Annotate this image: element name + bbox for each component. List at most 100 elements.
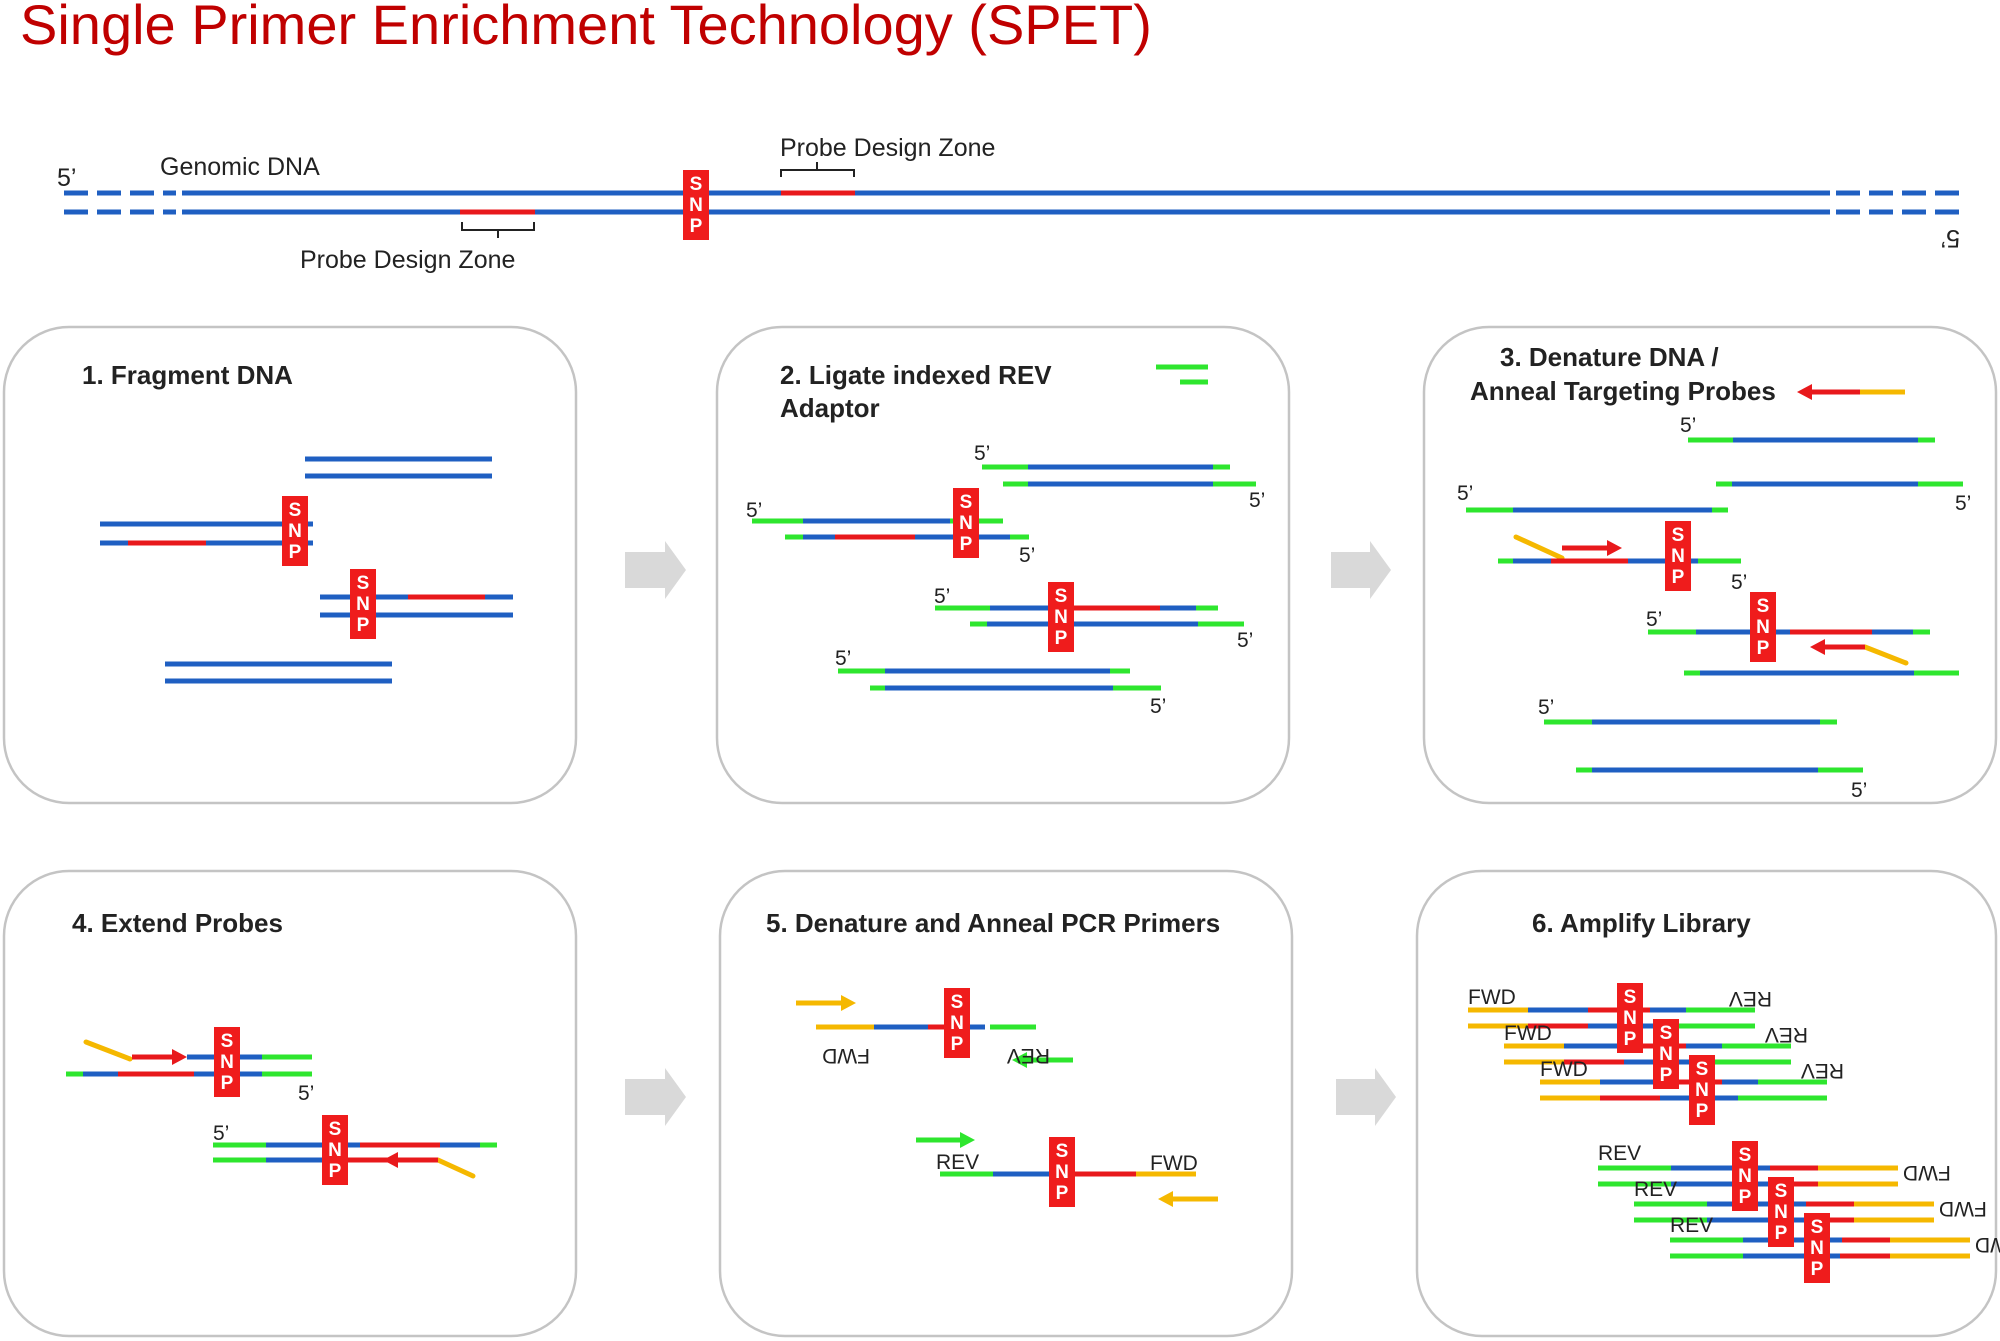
snp-letter: S	[1055, 586, 1068, 607]
arrow-head-icon	[1607, 540, 1622, 556]
snp-marker: SNP	[1732, 1141, 1758, 1211]
strand-end-label: 5’	[1457, 482, 1473, 505]
strand-end-label: 5’	[746, 499, 762, 522]
snp-letter: N	[1756, 617, 1770, 638]
strand-end-label: 5’	[1237, 629, 1253, 652]
snp-box	[1804, 1213, 1830, 1283]
strand-end-label: REV	[1634, 1178, 1677, 1201]
snp-letter: S	[1739, 1145, 1752, 1166]
snp-box	[953, 488, 979, 558]
primer-arrows	[132, 384, 1905, 1207]
snp-box	[1750, 592, 1776, 662]
strand-end-label: REV	[1670, 1214, 1713, 1237]
snp-letter: P	[960, 534, 973, 555]
five-prime-label: 5’	[57, 164, 76, 192]
snp-letter: P	[1624, 1029, 1637, 1050]
snp-letter: P	[1811, 1259, 1824, 1280]
snp-letter: P	[1775, 1223, 1788, 1244]
strand-end-label: 5’	[835, 647, 851, 670]
right-arrow-icon	[625, 1068, 686, 1126]
snp-letter: N	[1055, 1162, 1069, 1183]
page-title: Single Primer Enrichment Technology (SPE…	[20, 0, 1152, 56]
snp-letter: P	[1696, 1101, 1709, 1122]
right-arrow-icon	[1336, 1068, 1396, 1126]
genomic-dna-label: Genomic DNA	[160, 153, 320, 181]
snp-marker: SNP	[953, 488, 979, 558]
right-arrow-icon	[625, 541, 686, 599]
snp-marker: SNP	[1048, 582, 1074, 652]
arrow-head-icon	[383, 1152, 398, 1168]
snp-box	[1617, 983, 1643, 1053]
snp-letter: N	[1738, 1166, 1752, 1187]
strand-end-label: FWD	[1150, 1152, 1198, 1175]
step-title: 2. Ligate indexed REV	[780, 360, 1052, 390]
snp-letter: S	[1660, 1023, 1673, 1044]
snp-box	[1665, 521, 1691, 591]
strand-end-label: 5’	[1249, 489, 1265, 512]
snp-letter: P	[329, 1161, 342, 1182]
step-box-4	[2, 869, 578, 1338]
snp-box	[944, 988, 970, 1058]
strand-end-label: 5’	[1538, 696, 1554, 719]
snp-letter: S	[1056, 1141, 1069, 1162]
snp-marker: SNP	[1665, 521, 1691, 591]
snp-letter: S	[1624, 987, 1637, 1008]
strand-end-label: 5’	[1851, 779, 1867, 802]
step-box-5	[718, 869, 1294, 1338]
snp-letter: S	[329, 1119, 342, 1140]
snp-marker: SNP	[1804, 1213, 1830, 1283]
strand-end-label: FWD	[1468, 986, 1516, 1009]
primer-segment	[1862, 644, 1909, 666]
snp-letter: N	[220, 1052, 234, 1073]
snp-letter: P	[221, 1073, 234, 1094]
strand-end-label: 5’	[298, 1082, 314, 1105]
strand-end-label: FWD	[1903, 1161, 1951, 1184]
arrow-head-icon	[1797, 384, 1812, 400]
snp-letter: P	[1757, 638, 1770, 659]
snp-letter: P	[690, 216, 703, 237]
snp-letter: N	[1774, 1202, 1788, 1223]
snp-letter: N	[1623, 1008, 1637, 1029]
step-title: 4. Extend Probes	[72, 908, 283, 938]
snp-marker: SNP	[1768, 1177, 1794, 1247]
genomic-dna: 5’ Genomic DNA Probe Design Zone Probe D…	[57, 134, 1962, 274]
probe-design-zone-label: Probe Design Zone	[780, 134, 995, 162]
strand-end-label: 5’	[1150, 695, 1166, 718]
strand-end-label: 5’	[1646, 608, 1662, 631]
step-box-2	[715, 325, 1291, 805]
step-title: Anneal Targeting Probes	[1470, 376, 1776, 406]
zone-bracket	[780, 162, 855, 177]
snp-letter: N	[1695, 1080, 1709, 1101]
snp-box	[1653, 1019, 1679, 1089]
strand-end-label: 5’	[1019, 544, 1035, 567]
snp-letter: N	[959, 513, 973, 534]
zone-bracket	[461, 222, 535, 238]
strand-end-label: 5’	[934, 585, 950, 608]
arrow-head-icon	[1810, 639, 1825, 655]
snp-marker: SNP	[683, 170, 709, 240]
snp-marker: SNP	[322, 1115, 348, 1185]
strand-end-label: 5’	[974, 442, 990, 465]
snp-letter: P	[357, 615, 370, 636]
snp-letter: N	[1659, 1044, 1673, 1065]
snp-letter: S	[951, 992, 964, 1013]
arrow-head-icon	[1012, 1052, 1027, 1068]
snp-letter: S	[1811, 1217, 1824, 1238]
snp-letter: S	[960, 492, 973, 513]
right-arrow-icon	[1331, 541, 1391, 599]
strand-end-label: FWD	[1540, 1058, 1588, 1081]
snp-letter: S	[690, 174, 703, 195]
strand-end-label: 5’	[1731, 571, 1747, 594]
snp-letter: N	[328, 1140, 342, 1161]
step-title: 6. Amplify Library	[1532, 908, 1751, 938]
snp-marker: SNP	[282, 496, 308, 566]
strand-end-label: REV	[1007, 1044, 1050, 1067]
snp-marker: SNP	[1617, 983, 1643, 1053]
arrow-head-icon	[960, 1132, 975, 1148]
snp-letter: S	[289, 500, 302, 521]
strand-end-label: REV	[1765, 1023, 1808, 1046]
primer-segment	[1513, 534, 1565, 561]
